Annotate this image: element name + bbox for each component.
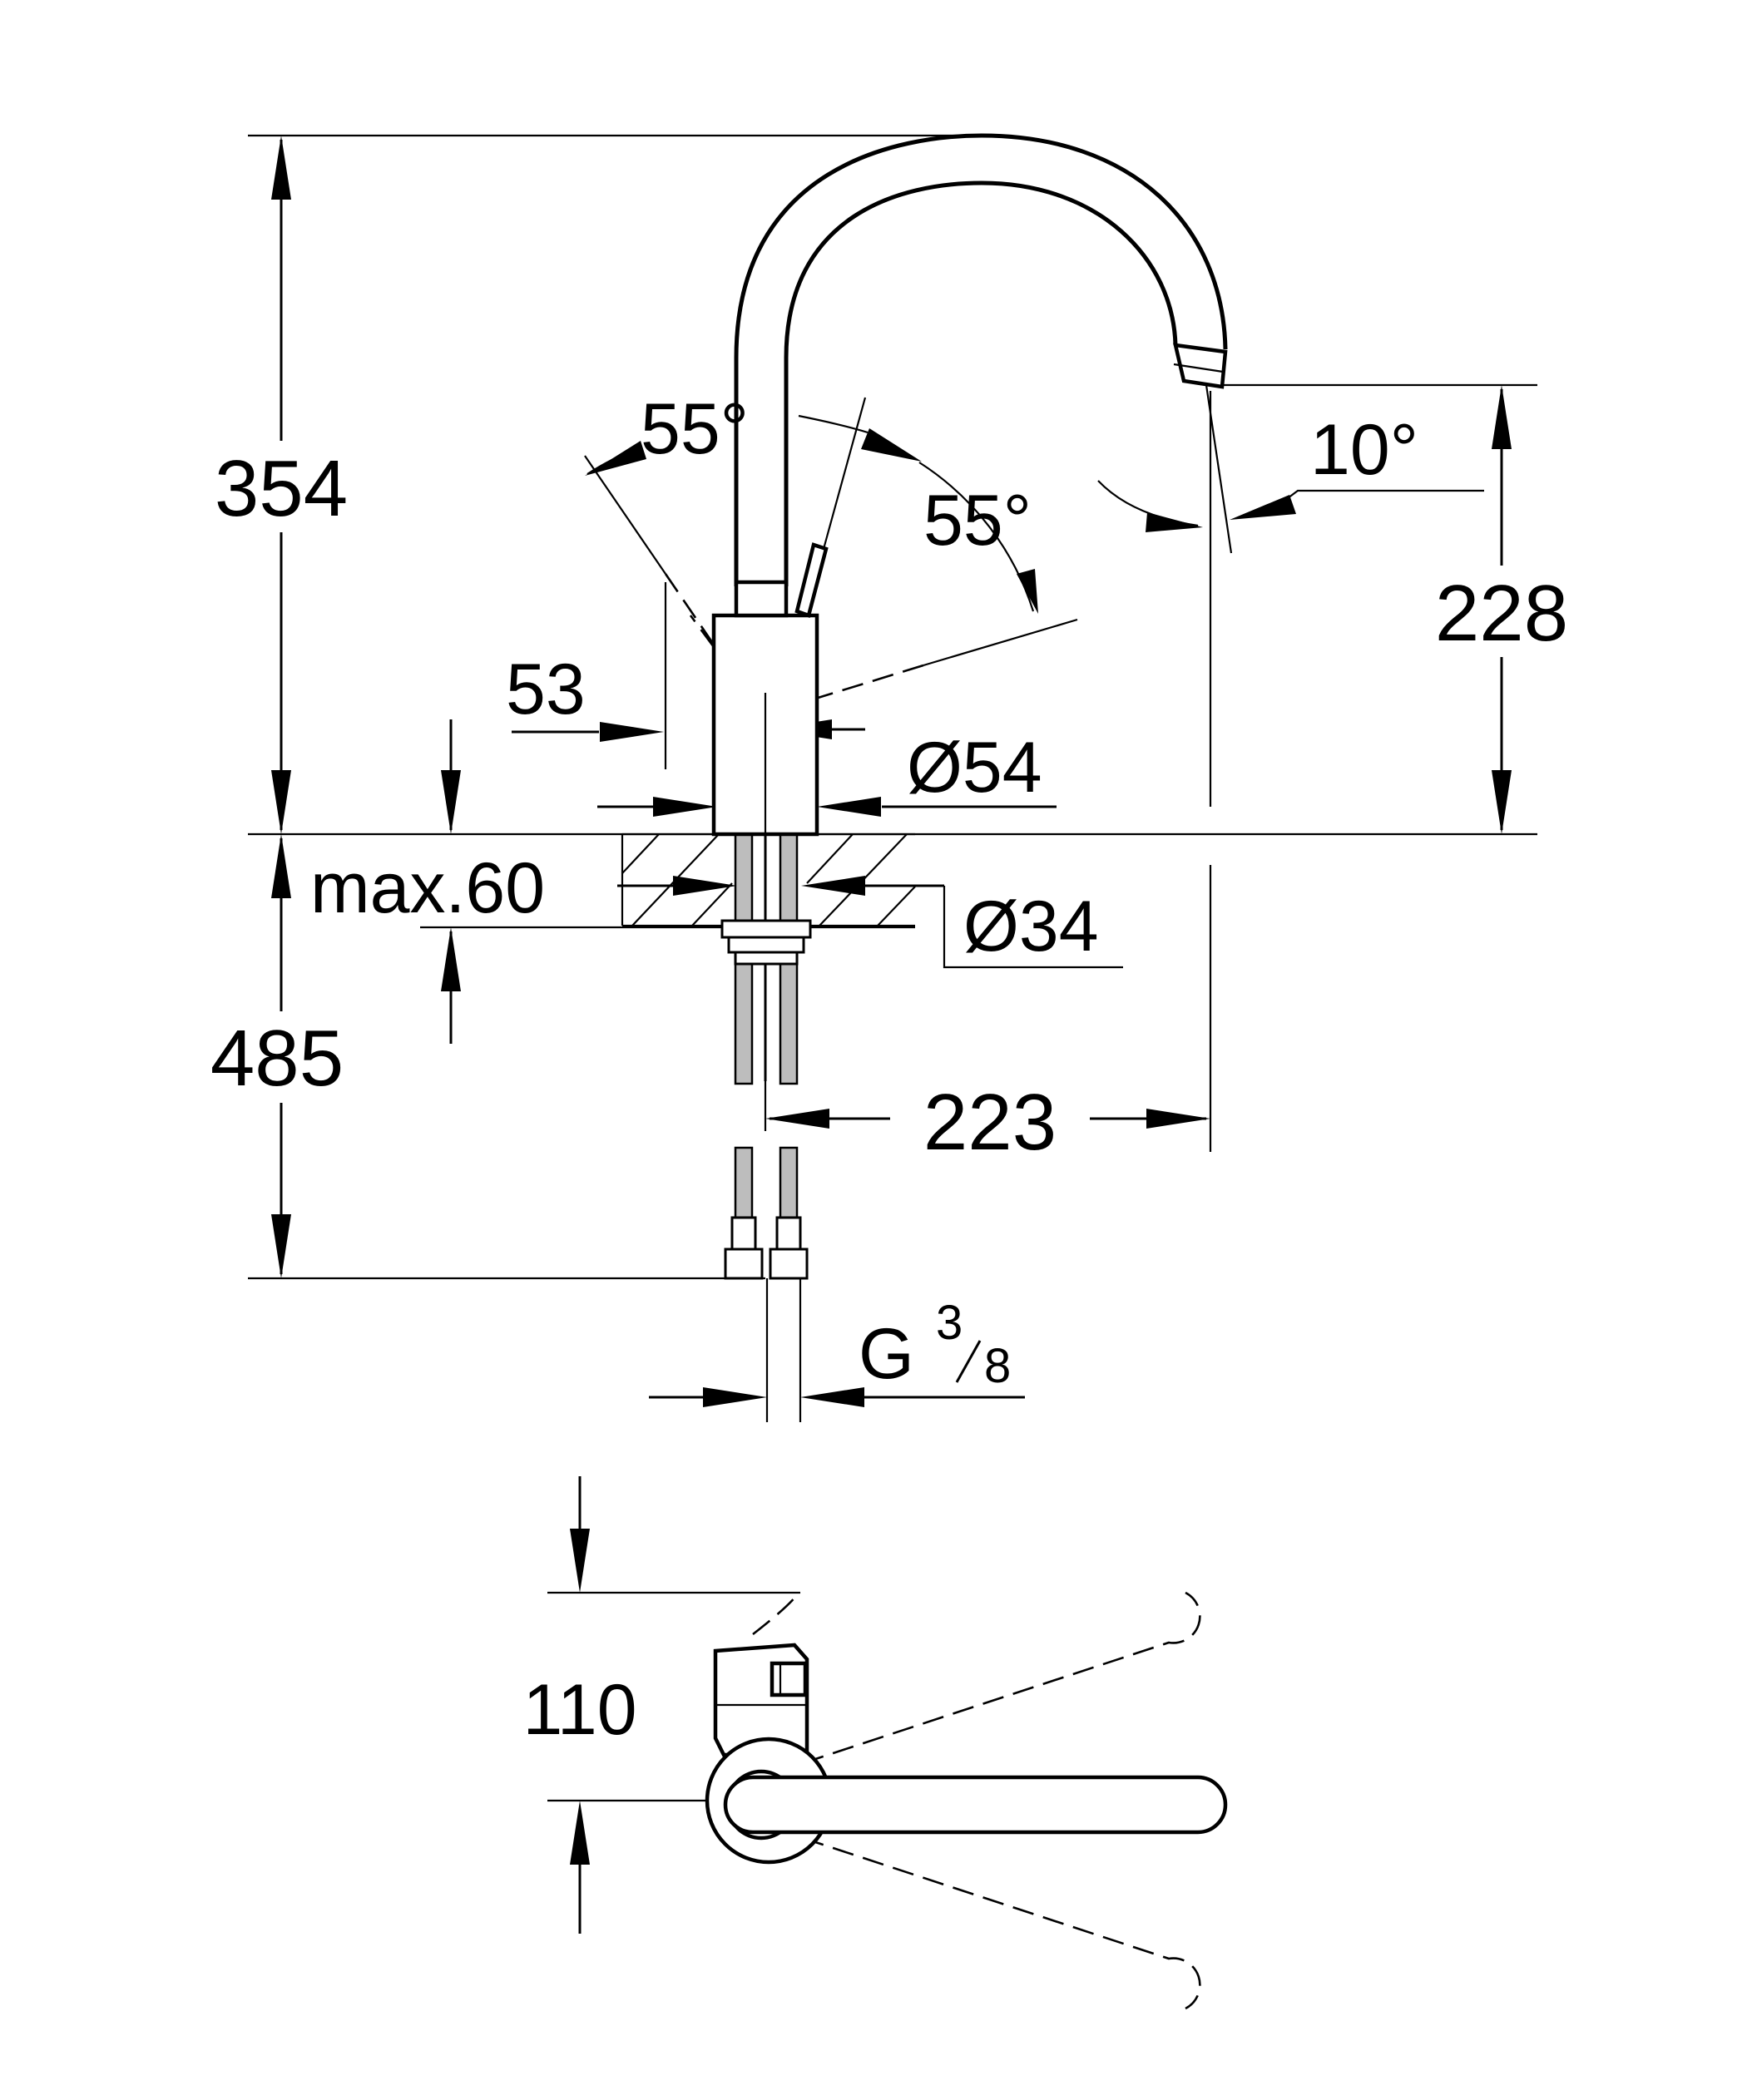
label-angle-10: 10° bbox=[1310, 410, 1418, 490]
lever-angle-left-dimension: 55° bbox=[585, 389, 922, 476]
lever-angle-right-dimension: 55° bbox=[923, 481, 1038, 614]
lever-swing-positions bbox=[752, 1591, 1201, 2010]
connection-thread-dimension: G 3 8 bbox=[649, 1278, 1025, 1422]
label-228: 228 bbox=[1435, 569, 1568, 658]
lever-53-dimension: 53 bbox=[506, 582, 667, 769]
spout bbox=[734, 133, 1228, 586]
counter-max60-dimension: max.60 bbox=[310, 719, 915, 1044]
top-view: 110 bbox=[522, 1476, 1228, 2010]
label-thread-numerator: 3 bbox=[936, 1296, 963, 1350]
label-thread-denominator: 8 bbox=[984, 1339, 1011, 1393]
lever-angle-lines bbox=[584, 397, 1078, 700]
height-228-dimension: 228 bbox=[1429, 385, 1579, 834]
countertop-section bbox=[621, 833, 916, 927]
side-view: 354 485 228 max.60 53 bbox=[203, 133, 1579, 1422]
label-max60: max.60 bbox=[310, 848, 545, 928]
shank-diameter-dimension: Ø34 bbox=[617, 876, 1123, 969]
label-485: 485 bbox=[210, 1014, 344, 1103]
top-lever bbox=[723, 1775, 1228, 1835]
top-depth-110-dimension: 110 bbox=[522, 1476, 800, 1934]
height-354-dimension: 354 bbox=[208, 136, 366, 834]
extension-lines bbox=[248, 134, 1537, 1280]
label-354: 354 bbox=[215, 444, 348, 533]
height-485-dimension: 485 bbox=[203, 834, 361, 1278]
label-diameter-54: Ø54 bbox=[907, 728, 1042, 808]
reach-223-dimension: 223 bbox=[765, 1078, 1210, 1167]
label-angle-55-right: 55° bbox=[923, 481, 1032, 561]
label-223: 223 bbox=[923, 1078, 1057, 1167]
label-angle-55-left: 55° bbox=[641, 389, 749, 469]
label-thread-g: G bbox=[859, 1314, 914, 1394]
label-110: 110 bbox=[522, 1670, 636, 1750]
spout-tilt-dimension: 10° bbox=[1097, 384, 1484, 554]
body-diameter-dimension: Ø54 bbox=[597, 719, 1057, 817]
label-53: 53 bbox=[506, 650, 586, 729]
faucet-body bbox=[689, 542, 829, 837]
label-diameter-34: Ø34 bbox=[963, 887, 1099, 966]
supply-hoses bbox=[720, 833, 812, 1280]
